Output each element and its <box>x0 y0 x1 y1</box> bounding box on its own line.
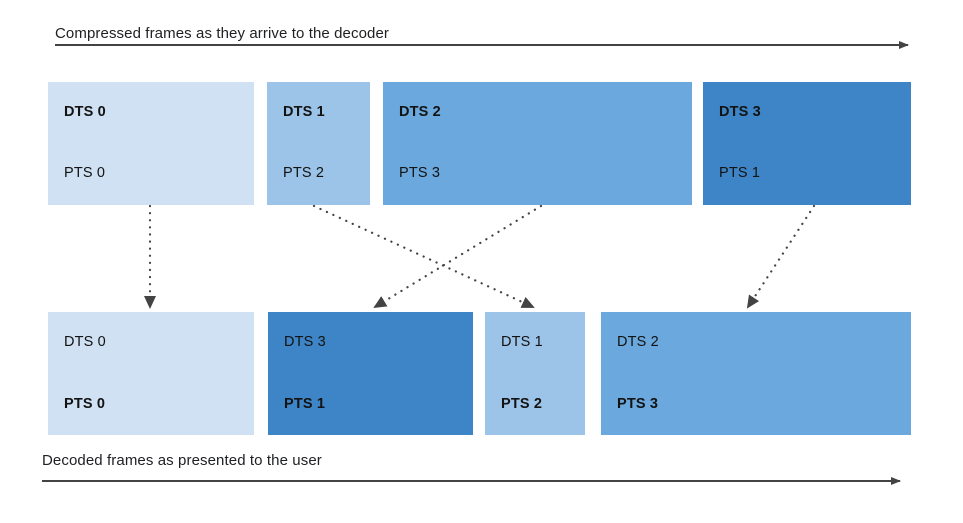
compressed-frame-3-pts: PTS 1 <box>719 165 761 181</box>
compressed-frame-1-pts: PTS 2 <box>283 165 325 181</box>
decoded-frame-3-pts: PTS 3 <box>617 396 659 412</box>
compressed-frame-0[interactable]: DTS 0 PTS 0 <box>48 82 254 205</box>
decoded-frame-3-dts: DTS 2 <box>617 334 659 350</box>
compressed-frame-3-dts: DTS 3 <box>719 104 761 120</box>
compressed-frame-2[interactable]: DTS 2 PTS 3 <box>383 82 692 205</box>
dts2-to-pts1-connector <box>373 204 543 309</box>
compressed-frame-1[interactable]: DTS 1 PTS 2 <box>267 82 370 205</box>
compressed-frame-3[interactable]: DTS 3 PTS 1 <box>703 82 911 205</box>
decoded-frame-2[interactable]: DTS 1 PTS 2 <box>485 312 585 435</box>
decoded-frame-3[interactable]: DTS 2 PTS 3 <box>601 312 911 435</box>
decoded-frame-0[interactable]: DTS 0 PTS 0 <box>48 312 254 435</box>
decoded-frame-1-pts: PTS 1 <box>284 396 326 412</box>
dts1-to-pts2-connector <box>312 204 535 309</box>
decoded-frame-0-dts: DTS 0 <box>64 334 106 350</box>
decoded-frame-2-dts: DTS 1 <box>501 334 543 350</box>
compressed-frame-0-pts: PTS 0 <box>64 165 106 181</box>
compressed-frame-2-pts: PTS 3 <box>399 165 441 181</box>
decoded-frame-1-dts: DTS 3 <box>284 334 326 350</box>
decoded-frame-1[interactable]: DTS 3 PTS 1 <box>268 312 473 435</box>
top-timeline-label: Compressed frames as they arrive to the … <box>55 25 390 42</box>
compressed-frame-1-dts: DTS 1 <box>283 104 325 120</box>
compressed-frame-2-dts: DTS 2 <box>399 104 441 120</box>
decoded-frame-2-pts: PTS 2 <box>501 396 543 412</box>
bottom-timeline-label: Decoded frames as presented to the user <box>42 452 322 469</box>
decoded-frame-0-pts: PTS 0 <box>64 396 106 412</box>
dts3-to-pts3-connector <box>746 204 816 309</box>
compressed-frame-0-dts: DTS 0 <box>64 104 106 120</box>
